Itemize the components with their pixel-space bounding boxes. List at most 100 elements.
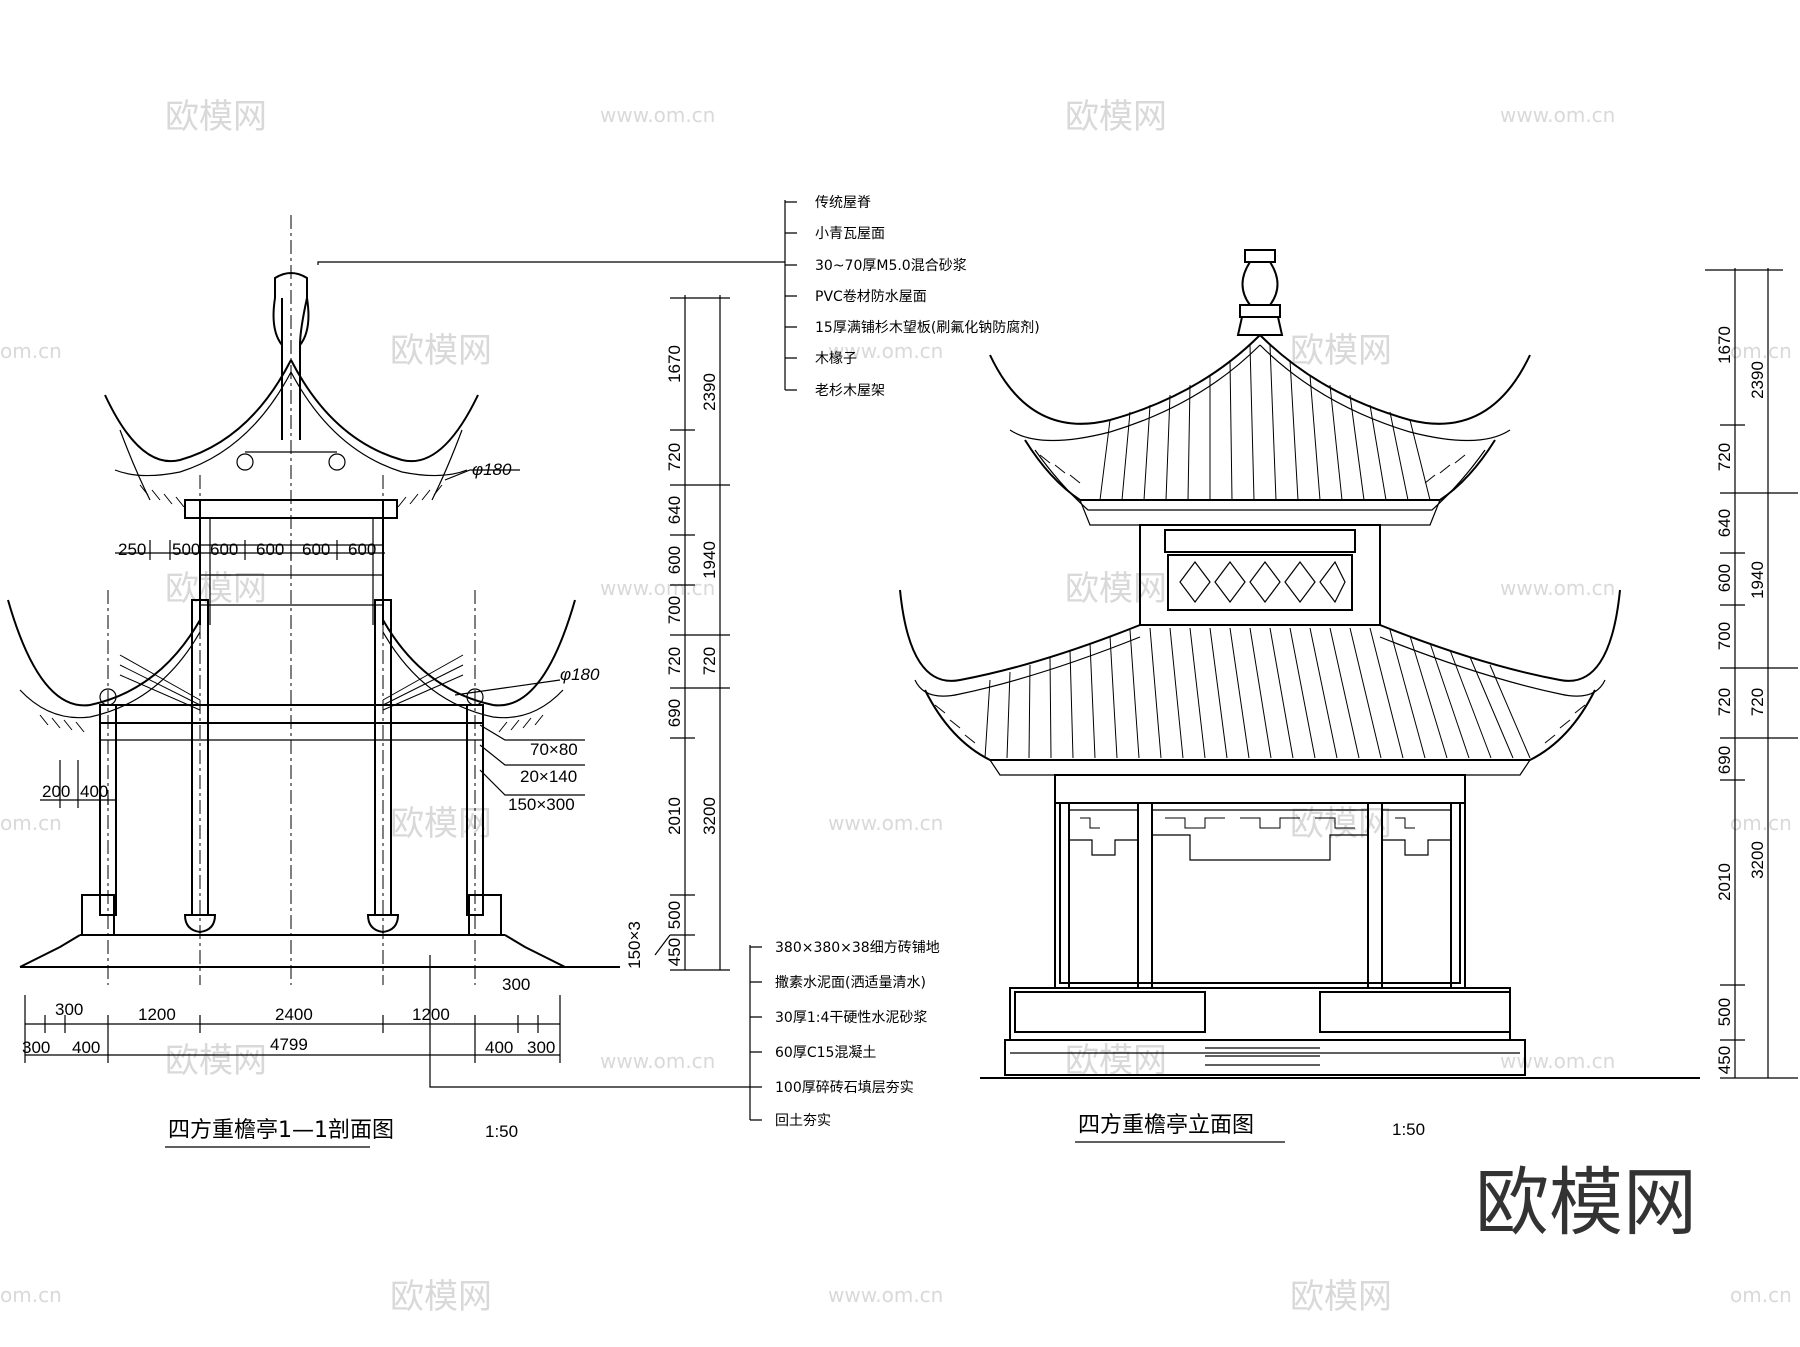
finial-cap [1244,249,1276,263]
floor-notes: 380×380×38细方砖铺地 撒素水泥面(洒适量清水) 30厚1:4干硬性水泥… [775,940,940,1129]
upper-tile-rows [1099,344,1431,501]
watermark-brand: 欧模网 [390,331,492,371]
vdim-outer: 3200 [700,797,719,835]
watermark-brand: 欧模网 [390,1277,492,1317]
watermark-url: www.om.cn [828,811,943,835]
floor-note: 100厚碎砖石填层夯实 [775,1080,914,1096]
lower-roof-left-inner [914,636,1141,697]
upper-beam [184,499,398,519]
dim-300: 300 [527,1038,555,1057]
dim-ticks-vertical [670,297,730,971]
step-dim: 150×3 [625,921,644,969]
column-base [183,914,217,934]
upper-roof-right-inner [1259,344,1511,442]
watermark-brand: 欧模网 [1290,1277,1392,1317]
upper-roof-left-inner [114,371,292,477]
lower-roof-left [899,589,1141,682]
finial-base [1239,304,1281,318]
member-150x300: 150×300 [508,795,575,814]
watermark-brand: 欧模网 [390,804,492,844]
section-labels: 250 500 600 600 600 600 200 400 φ180 φ18… [22,345,719,1143]
member-20x140: 20×140 [520,767,577,786]
vdim-outer: 1940 [700,541,719,579]
lower-lintel [1054,774,1466,804]
lower-tile-ticks [39,714,544,733]
watermark-url: om.cn [1730,1283,1792,1307]
lower-roof-right [382,599,576,707]
watermark-brand: 欧模网 [165,569,267,609]
roof-notes: 传统屋脊 小青瓦屋面 30~70厚M5.0混合砂浆 PVC卷材防水屋面 15厚满… [815,195,1040,399]
dim-600: 600 [210,540,238,559]
lattice-window [1167,554,1353,611]
lower-roof-right-inner [382,631,564,719]
lower-roof-right-inner [1379,636,1606,697]
dim-400: 400 [80,782,108,801]
phi-upper: φ180 [472,460,512,479]
member-70x80: 70×80 [530,740,578,759]
watermark-brand: 欧模网 [1065,97,1167,137]
watermark-url: www.om.cn [1500,103,1615,127]
dim-ticks-bottom [24,995,561,1063]
section-title: 四方重檐亭1—1剖面图 [168,1118,394,1143]
watermark-brand: 欧模网 [165,1041,267,1081]
purlin [328,453,346,471]
dim-300: 300 [502,975,530,994]
vdim-outer: 720 [1748,688,1767,716]
column [1450,802,1466,989]
watermark-brand: 欧模网 [1290,804,1392,844]
elevation-drawing [899,249,1798,1143]
vdim: 500 [665,901,684,929]
elev-dim-ticks [1705,269,1798,1079]
lattice-center [1151,809,1369,861]
vdim: 640 [665,496,684,524]
lower-eave-fascia [989,759,1531,776]
upper-roof-right-inner [290,371,468,477]
floor-note: 30厚1:4干硬性水泥砂浆 [775,1010,927,1026]
upper-tile-ticks [139,484,443,508]
brand-logo: 欧模网 [1475,1160,1697,1246]
vdim: 2010 [1715,863,1734,901]
roof-note: 老杉木屋架 [815,383,885,399]
dim-2400: 2400 [275,1005,313,1024]
floor-notes-leader [429,955,750,1088]
upper-eave [1024,439,1496,501]
watermark-url: www.om.cn [828,1283,943,1307]
dim-600: 600 [302,540,330,559]
vdim-outer: 2390 [700,373,719,411]
finial-neck [1236,316,1284,336]
elevation-scale: 1:50 [1392,1120,1425,1139]
dim-250: 250 [118,540,146,559]
phi-lower: φ180 [560,665,600,684]
lower-eave [924,689,1596,761]
roof-note: 小青瓦屋面 [815,226,885,242]
upper-roof-left [104,359,292,463]
upper-roof-left [989,334,1261,425]
column-base [366,914,400,934]
vdim: 720 [1715,688,1734,716]
watermarks: 欧模网 www.om.cn 欧模网 www.om.cn om.cn 欧模网 ww… [0,97,1792,1317]
vdim-outer: 1940 [1748,561,1767,599]
floor-notes-ticks [750,946,762,1121]
lower-roof-left [7,599,201,707]
vdim-outer: 3200 [1748,841,1767,879]
vdim: 720 [665,443,684,471]
vdim: 690 [1715,746,1734,774]
lower-tile-rows [984,627,1531,759]
dim-200: 200 [42,782,70,801]
outer-post [466,704,484,916]
dim-ticks-top [149,540,384,560]
floor-note: 60厚C15混凝土 [775,1045,876,1061]
watermark-url: om.cn [1730,339,1792,363]
elevation-labels: 1670 720 640 600 700 720 690 2010 500 45… [1078,326,1767,1139]
floor-note: 撒素水泥面(洒适量清水) [775,975,926,991]
vdim: 700 [665,596,684,624]
column-bay [1059,802,1461,984]
vdim: 500 [1715,998,1734,1026]
dim-1200: 1200 [412,1005,450,1024]
dim-4799: 4799 [270,1035,308,1054]
dim-600: 600 [256,540,284,559]
watermark-brand: 欧模网 [1065,569,1167,609]
roof-note: PVC卷材防水屋面 [815,289,927,305]
vdim: 1670 [665,345,684,383]
